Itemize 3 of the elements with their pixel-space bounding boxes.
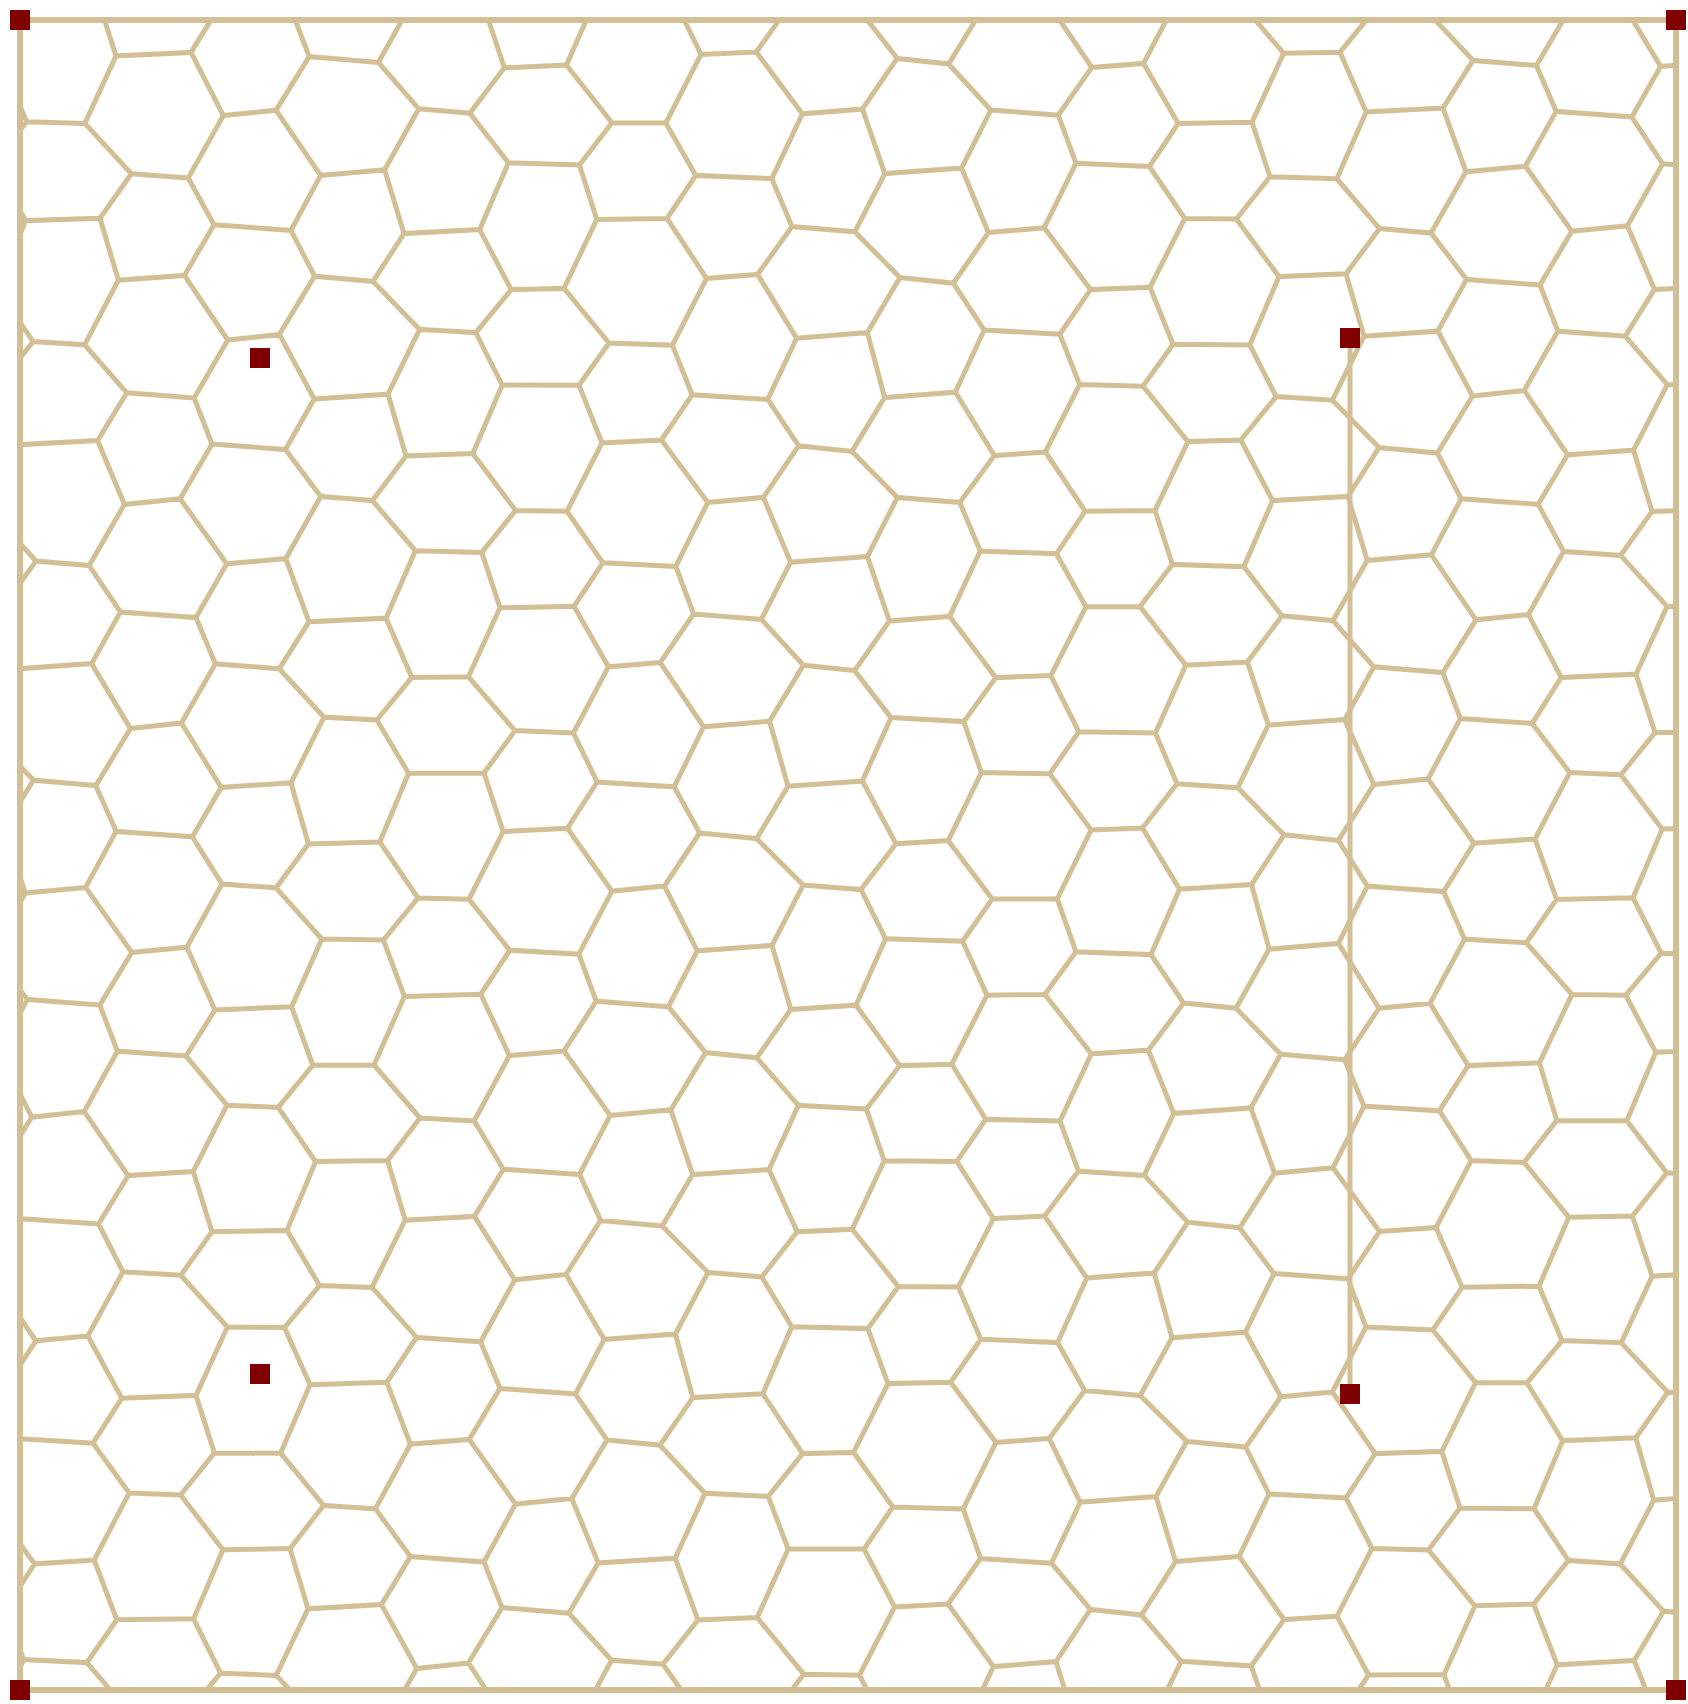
point-marker — [1340, 328, 1360, 348]
connector-line — [1347, 348, 1353, 1384]
point-marker — [1340, 1384, 1360, 1404]
